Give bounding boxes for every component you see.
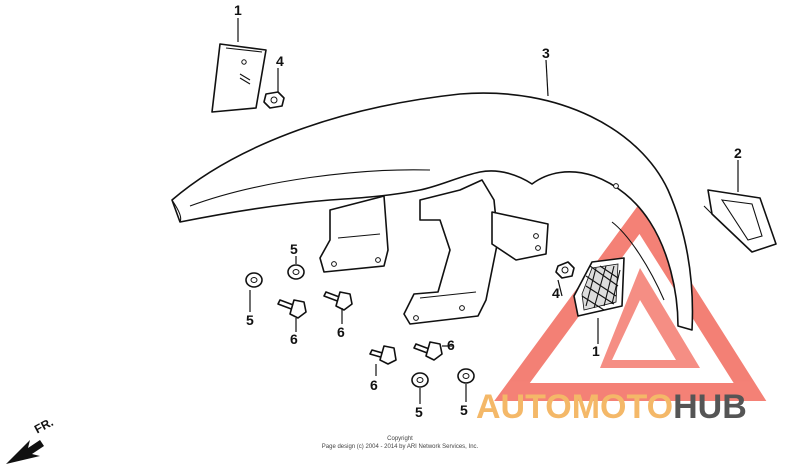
watermark-brand-text: AUTOMOTOHUB bbox=[476, 388, 796, 428]
copyright-title: Copyright bbox=[387, 436, 413, 442]
reflector-top bbox=[211, 43, 267, 113]
nut-part-4-top bbox=[263, 91, 285, 109]
leader-lines bbox=[237, 18, 739, 404]
callout-6-a: 6 bbox=[290, 331, 298, 347]
copyright-text: Page design (c) 2004 - 2014 by ARI Netwo… bbox=[321, 444, 479, 450]
reflector-bracket bbox=[703, 189, 777, 253]
bolt-part-6-b bbox=[323, 291, 353, 311]
callout-5-d: 5 bbox=[460, 402, 468, 418]
washer-part-5-b bbox=[287, 264, 305, 280]
watermark-text-hub: HUB bbox=[673, 388, 747, 426]
bolt-part-6-d bbox=[413, 341, 443, 361]
bolt-part-6-a bbox=[277, 299, 307, 319]
callout-1-top: 1 bbox=[234, 2, 242, 18]
callout-6-c: 6 bbox=[447, 337, 455, 353]
washer-part-5-d bbox=[457, 368, 475, 384]
callout-6-b: 6 bbox=[337, 324, 345, 340]
front-fender bbox=[171, 92, 694, 331]
callout-5-b: 5 bbox=[246, 312, 254, 328]
callout-3: 3 bbox=[542, 45, 550, 61]
callout-4-top: 4 bbox=[276, 53, 284, 69]
washer-part-5-c bbox=[411, 372, 429, 388]
callout-1-bottom: 1 bbox=[592, 343, 600, 359]
bolt-part-6-c bbox=[369, 345, 397, 365]
watermark-triangle-logo bbox=[494, 202, 767, 401]
callout-2: 2 bbox=[734, 145, 742, 161]
reflector-lower bbox=[573, 257, 625, 317]
callout-4-right: 4 bbox=[552, 285, 560, 301]
callout-5-c: 5 bbox=[415, 404, 423, 420]
callout-6-d: 6 bbox=[370, 377, 378, 393]
callout-5-a: 5 bbox=[290, 241, 298, 257]
watermark-text-auto: AUTO bbox=[476, 388, 572, 426]
washer-part-5-a bbox=[245, 272, 263, 288]
front-direction-arrow-icon bbox=[6, 440, 44, 464]
nut-part-4-right bbox=[555, 261, 575, 279]
watermark-text-moto: MOTO bbox=[571, 388, 674, 426]
